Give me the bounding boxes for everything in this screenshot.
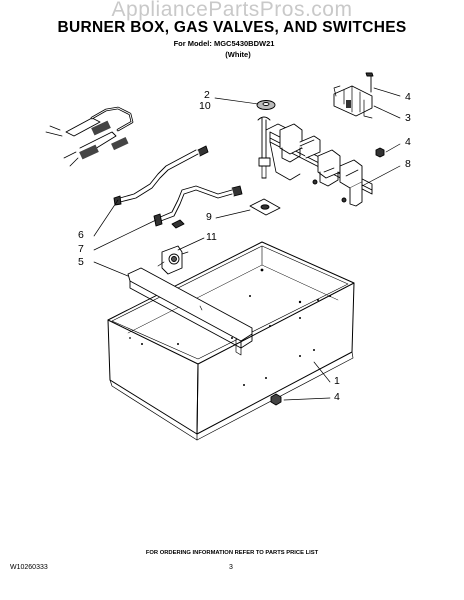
callout-8: 8 <box>405 158 411 170</box>
color-line: (White) <box>225 50 251 59</box>
burner-box <box>107 241 355 441</box>
burner-cap <box>256 100 276 110</box>
front-bracket <box>127 267 253 356</box>
leader-lines <box>93 87 401 401</box>
gas-manifold <box>269 123 373 207</box>
watermark: AppliancePartsPros.com <box>111 0 353 21</box>
screws-top <box>365 72 385 158</box>
callout-1: 1 <box>334 375 340 387</box>
bottom-screw <box>270 393 282 406</box>
model-line: For Model: MGC5430BDW21 <box>173 39 275 48</box>
document-number: W10260333 <box>10 564 48 571</box>
callout-9: 9 <box>206 211 212 223</box>
callout-7: 7 <box>78 243 84 255</box>
wire-lead-6 <box>113 145 209 206</box>
wire-lead-7 <box>153 185 243 229</box>
orifice-plate <box>249 198 281 216</box>
valve-assembly <box>333 85 373 119</box>
callout-4-mid: 4 <box>405 136 411 148</box>
page-title: BURNER BOX, GAS VALVES, AND SWITCHES <box>57 19 407 36</box>
orifice-pipe <box>257 116 287 179</box>
callout-4-top: 4 <box>405 91 411 103</box>
wire-harness-top <box>45 106 134 167</box>
callout-11: 11 <box>206 231 217 243</box>
spark-switch <box>157 245 189 275</box>
callout-5: 5 <box>78 256 84 268</box>
callout-10: 10 <box>199 100 211 112</box>
ordering-note: FOR ORDERING INFORMATION REFER TO PARTS … <box>145 550 319 556</box>
callout-3: 3 <box>405 112 411 124</box>
callout-6: 6 <box>78 229 84 241</box>
callout-4-bottom: 4 <box>334 391 340 403</box>
page-number: 3 <box>229 564 233 571</box>
callout-2: 2 <box>204 89 210 101</box>
